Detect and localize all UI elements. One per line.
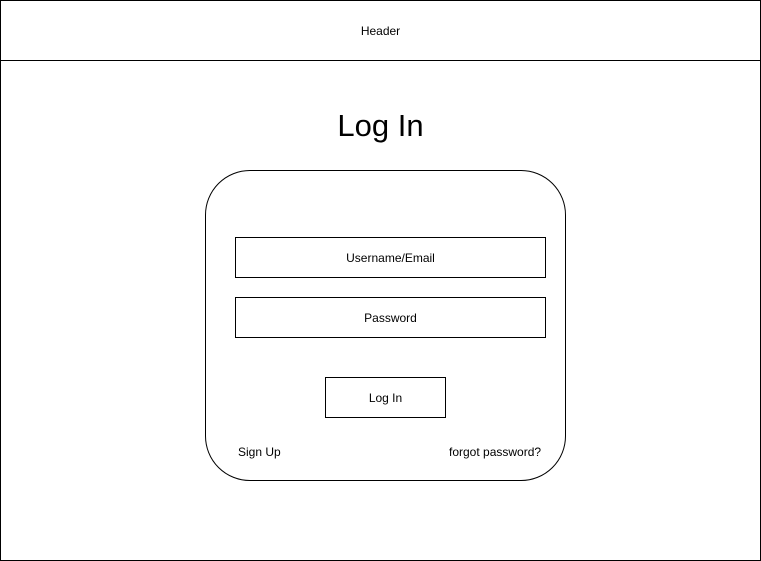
header-label: Header [360, 23, 401, 38]
header-bar: Header [1, 1, 760, 61]
log-in-button-label: Log In [368, 390, 403, 405]
username-email-label: Username/Email [346, 250, 435, 265]
password-label: Password [364, 310, 417, 325]
forgot-password-link[interactable]: forgot password? [449, 445, 542, 459]
sign-up-link[interactable]: Sign Up [238, 445, 281, 459]
log-in-button[interactable]: Log In [325, 377, 446, 418]
password-field[interactable]: Password [235, 297, 546, 338]
username-email-field[interactable]: Username/Email [235, 237, 546, 278]
page-title: Log In [337, 108, 424, 143]
